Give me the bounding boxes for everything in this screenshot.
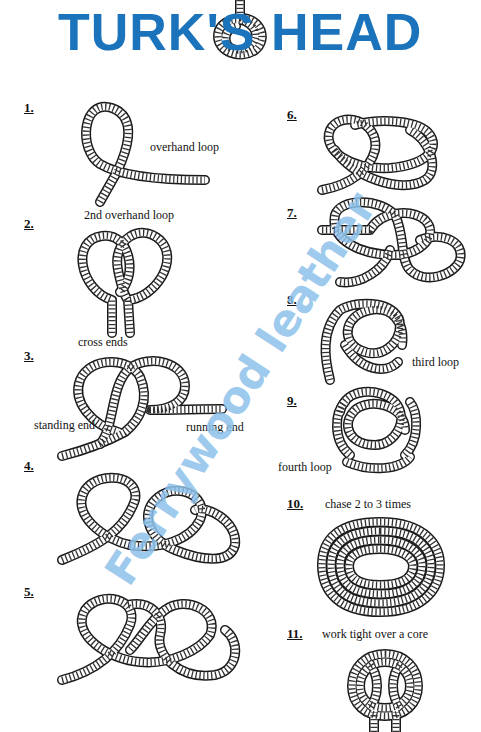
step-label: 2nd overhand loop — [84, 208, 174, 222]
step-number: 2. — [24, 216, 34, 232]
step-label: cross ends — [78, 335, 128, 349]
step-number: 7. — [287, 205, 297, 221]
step-label: fourth loop — [278, 460, 332, 474]
step-number: 1. — [24, 100, 34, 116]
step-number: 9. — [287, 393, 297, 409]
step-number: 3. — [24, 348, 34, 364]
step-number: 5. — [24, 584, 34, 600]
step-number: 6. — [287, 107, 297, 123]
step-label: work tight over a core — [322, 627, 428, 641]
step-number: 11. — [287, 626, 303, 642]
rope-end-label: standing end — [34, 418, 95, 432]
step-number: 10. — [287, 496, 303, 512]
step-label: chase 2 to 3 times — [325, 497, 411, 511]
step-number: 4. — [24, 458, 34, 474]
page-title: TURK'S HEAD — [58, 4, 422, 60]
step-label: third loop — [412, 355, 459, 369]
step-label: overhand loop — [150, 140, 219, 154]
